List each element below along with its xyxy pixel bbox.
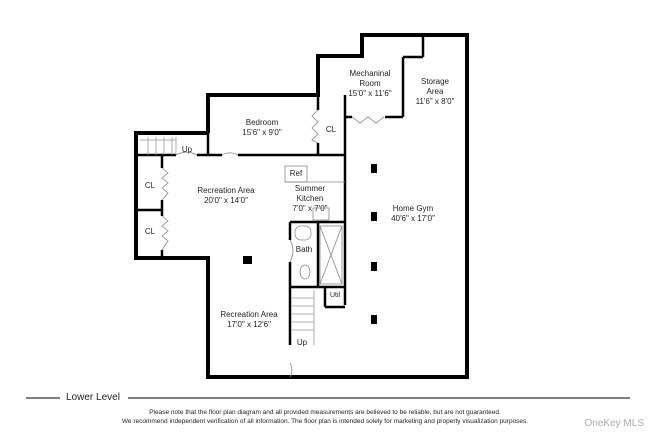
exterior-walls <box>134 33 469 379</box>
watermark: OneKey MLS <box>584 418 644 429</box>
columns <box>243 164 377 324</box>
closet-label: CL <box>325 125 337 134</box>
column <box>371 212 377 221</box>
closet-label: CL <box>144 227 156 236</box>
column <box>243 256 252 264</box>
ref-label: Ref <box>289 169 303 178</box>
column <box>371 262 377 271</box>
util-label: Util <box>329 292 341 299</box>
fixtures <box>161 109 385 378</box>
disclaimer-line-2: We recommend independent verification of… <box>121 418 529 425</box>
level-title: Lower Level <box>66 392 120 403</box>
stairs <box>140 137 315 345</box>
stairs-up-label: Up <box>296 338 308 347</box>
column <box>371 164 377 173</box>
closet-label: CL <box>144 181 156 190</box>
disclaimer-line-1: Please note that the floor plan diagram … <box>149 409 501 416</box>
stairs-up-label: Up <box>181 145 193 154</box>
interior-walls <box>136 35 425 345</box>
bath-label: Bath <box>295 245 313 254</box>
column <box>371 315 377 324</box>
